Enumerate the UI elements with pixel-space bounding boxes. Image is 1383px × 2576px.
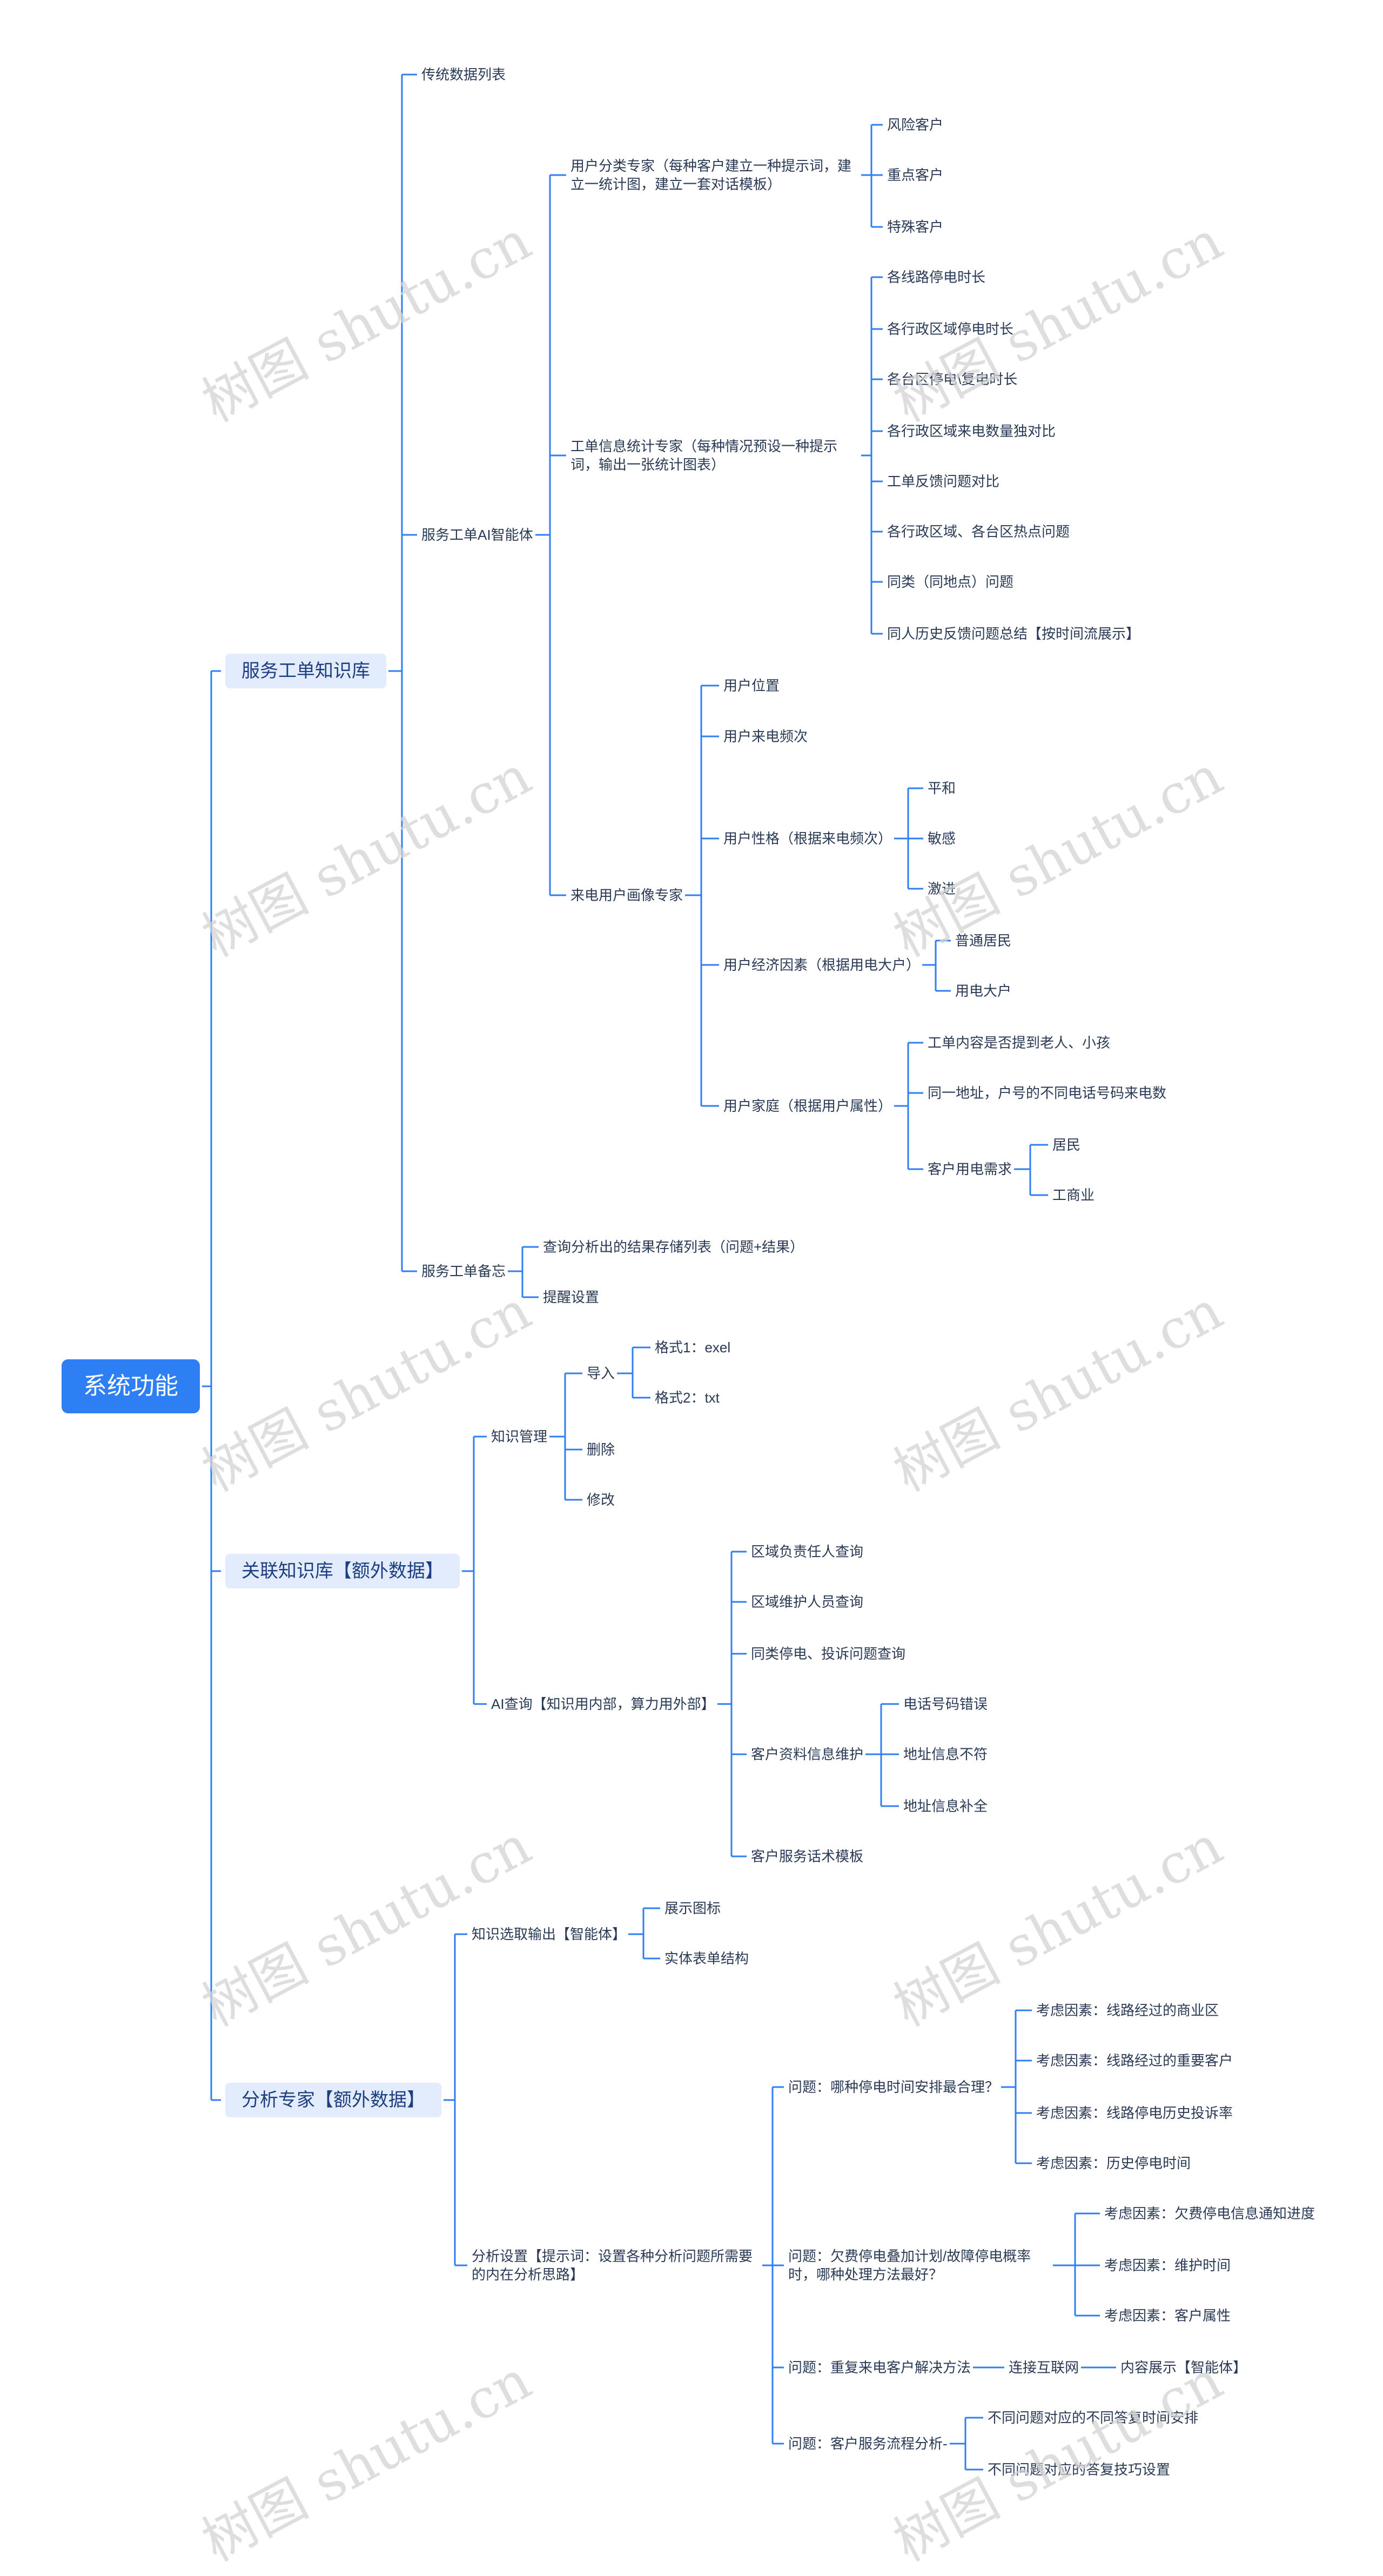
node-b25: 客户服务话术模板 bbox=[751, 1848, 864, 1864]
node-a2353: 客户用电需求 bbox=[928, 1161, 1012, 1177]
node-a23: 来电用户画像专家 bbox=[570, 887, 683, 903]
node-a2333: 激进 bbox=[928, 881, 956, 897]
node-c231: 连接互联网 bbox=[1009, 2359, 1079, 2376]
node-c242: 不同问题对应的答复技巧设置 bbox=[988, 2461, 1171, 2478]
node-a234: 用户经济因素（根据用电大户） bbox=[723, 957, 921, 973]
node-a223: 各台区停电\复电时长 bbox=[887, 371, 1018, 387]
node-a3: 服务工单备忘 bbox=[421, 1263, 506, 1279]
node-a213: 特殊客户 bbox=[887, 219, 944, 235]
node-c2311: 内容展示【智能体】 bbox=[1120, 2359, 1247, 2376]
node-b111: 格式1：exel bbox=[655, 1339, 731, 1356]
node-a226: 各行政区域、各台区热点问题 bbox=[887, 524, 1070, 540]
node-c: 分析专家【额外数据】 bbox=[225, 2083, 441, 2117]
node-c22: 问题：欠费停电叠加计划/故障停电概率时，哪种处理方法最好？ bbox=[788, 2248, 1031, 2283]
node-b1: 知识管理 bbox=[491, 1428, 548, 1445]
node-c21: 问题：哪种停电时间安排最合理？ bbox=[788, 2079, 999, 2095]
node-c1: 知识选取输出【智能体】 bbox=[472, 1926, 627, 1942]
node-b11: 导入 bbox=[587, 1365, 615, 1381]
node-b21: 区域负责任人查询 bbox=[751, 1544, 864, 1560]
node-a2332: 敏感 bbox=[928, 830, 956, 847]
node-c221: 考虑因素：欠费停电信息通知进度 bbox=[1104, 2205, 1315, 2222]
node-a2341: 普通居民 bbox=[955, 933, 1012, 949]
node-c11: 展示图标 bbox=[664, 1900, 721, 1916]
node-c212: 考虑因素：线路经过的重要客户 bbox=[1036, 2052, 1233, 2069]
node-a224: 各行政区域来电数量独对比 bbox=[887, 423, 1056, 439]
node-a22: 工单信息统计专家（每种情况预设一种提示词，输出一张统计图表） bbox=[570, 438, 838, 473]
node-a232: 用户来电频次 bbox=[723, 728, 808, 744]
node-a23531: 居民 bbox=[1052, 1137, 1081, 1153]
node-a: 服务工单知识库 bbox=[225, 654, 386, 688]
node-c223: 考虑因素：客户属性 bbox=[1104, 2307, 1231, 2324]
node-b12: 删除 bbox=[587, 1441, 615, 1458]
node-c211: 考虑因素：线路经过的商业区 bbox=[1036, 2002, 1219, 2018]
node-b22: 区域维护人员查询 bbox=[751, 1594, 864, 1610]
node-c2: 分析设置【提示词：设置各种分析问题所需要的内在分析思路】 bbox=[472, 2248, 753, 2283]
node-b24: 客户资料信息维护 bbox=[751, 1746, 864, 1762]
node-a1: 传统数据列表 bbox=[421, 66, 506, 83]
node-b112: 格式2：txt bbox=[655, 1390, 720, 1406]
node-b2: AI查询【知识用内部，算力用外部】 bbox=[491, 1696, 715, 1712]
node-c23: 问题：重复来电客户解决方法 bbox=[788, 2359, 971, 2376]
node-a225: 工单反馈问题对比 bbox=[887, 473, 1000, 489]
node-a2351: 工单内容是否提到老人、小孩 bbox=[928, 1035, 1111, 1051]
node-a233: 用户性格（根据来电频次） bbox=[723, 830, 892, 847]
node-a227: 同类（同地点）问题 bbox=[887, 574, 1014, 590]
node-a235: 用户家庭（根据用户属性） bbox=[723, 1098, 892, 1114]
node-b241: 电话号码错误 bbox=[903, 1696, 988, 1712]
node-a2331: 平和 bbox=[928, 780, 956, 796]
node-a21: 用户分类专家（每种客户建立一种提示词，建立一统计图，建立一套对话模板） bbox=[570, 158, 852, 192]
node-c213: 考虑因素：线路停电历史投诉率 bbox=[1036, 2105, 1233, 2121]
node-c241: 不同问题对应的不同答复时间安排 bbox=[988, 2410, 1199, 2426]
node-a2352: 同一地址，户号的不同电话号码来电数 bbox=[928, 1085, 1167, 1101]
node-b13: 修改 bbox=[587, 1492, 615, 1508]
node-c222: 考虑因素：维护时间 bbox=[1104, 2257, 1231, 2273]
node-a211: 风险客户 bbox=[887, 117, 944, 133]
node-a228: 同人历史反馈问题总结【按时间流展示】 bbox=[887, 626, 1140, 642]
node-c24: 问题：客户服务流程分析- bbox=[788, 2436, 948, 2452]
node-root: 系统功能 bbox=[62, 1359, 200, 1413]
node-b242: 地址信息不符 bbox=[903, 1746, 988, 1762]
node-a212: 重点客户 bbox=[887, 167, 944, 183]
node-b243: 地址信息补全 bbox=[903, 1798, 988, 1814]
node-a23532: 工商业 bbox=[1052, 1187, 1095, 1203]
node-b: 关联知识库【额外数据】 bbox=[225, 1554, 460, 1588]
node-a222: 各行政区域停电时长 bbox=[887, 321, 1014, 337]
node-a2: 服务工单AI智能体 bbox=[421, 527, 533, 543]
node-c214: 考虑因素：历史停电时间 bbox=[1036, 2155, 1191, 2171]
node-b23: 同类停电、投诉问题查询 bbox=[751, 1646, 906, 1662]
node-a231: 用户位置 bbox=[723, 677, 780, 694]
node-a32: 提醒设置 bbox=[543, 1289, 600, 1305]
node-a31: 查询分析出的结果存储列表（问题+结果） bbox=[543, 1239, 804, 1255]
node-c12: 实体表单结构 bbox=[664, 1950, 749, 1967]
node-a2342: 用电大户 bbox=[955, 983, 1012, 999]
node-a221: 各线路停电时长 bbox=[887, 269, 986, 285]
